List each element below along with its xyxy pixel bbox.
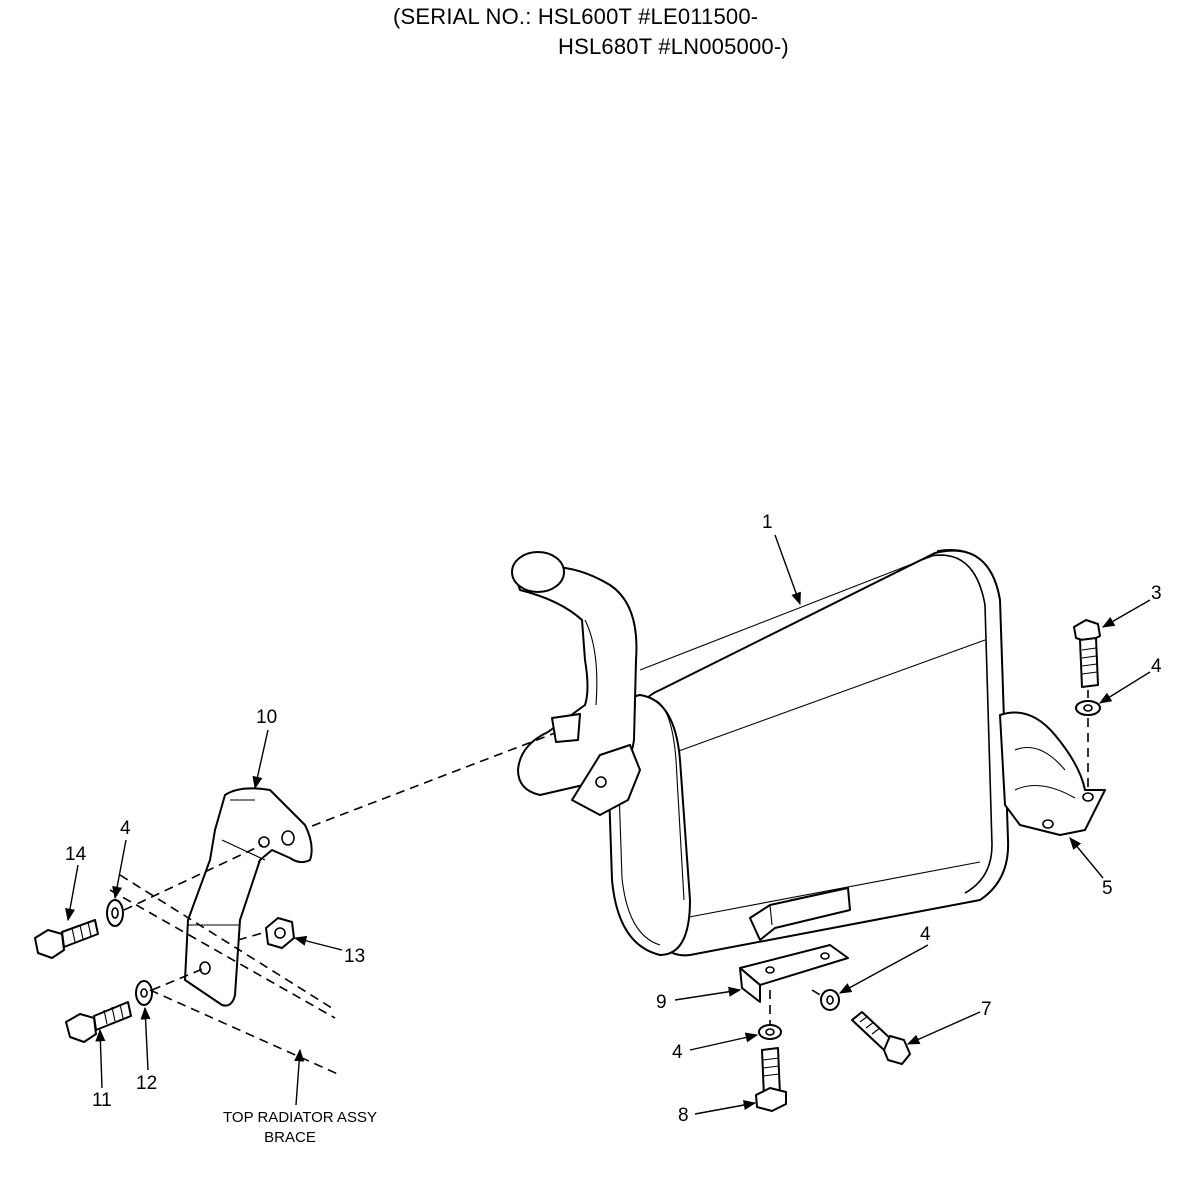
radiator-brace-label-line-2: BRACE (264, 1129, 316, 1146)
radiator-brace-line-1 (109, 889, 336, 1019)
top-lockwasher (1075, 700, 1101, 716)
side-bolt (851, 1011, 911, 1065)
left-bottom-bolt (65, 1001, 132, 1043)
strap-clamp (739, 944, 849, 1003)
nut-line (237, 931, 267, 941)
bottom-bolt-line (151, 967, 206, 991)
callout-7: 7 (981, 999, 992, 1020)
nut (265, 917, 295, 949)
callout-5: 5 (1102, 878, 1113, 899)
side-bolt-line (811, 989, 823, 997)
callout-4-left: 4 (120, 818, 131, 839)
inlet-pipe (511, 551, 638, 796)
lower-lockwasher (758, 1024, 782, 1040)
flat-washer (135, 980, 153, 1006)
callout-3: 3 (1151, 583, 1162, 604)
callout-10: 10 (256, 707, 277, 728)
callout-13: 13 (344, 946, 365, 967)
mounting-bracket (184, 787, 313, 1007)
serial-number-line-2: HSL680T #LN005000-) (558, 34, 789, 59)
callout-11: 11 (92, 1090, 112, 1111)
radiator-brace-line-3 (149, 989, 341, 1076)
side-lockwasher (820, 989, 840, 1011)
outlet-flange (999, 711, 1106, 836)
callout-12: 12 (136, 1073, 157, 1094)
inlet-mount-tab (551, 713, 641, 816)
bracket-to-muffler-line (311, 732, 556, 827)
left-top-bolt (34, 919, 99, 959)
callout-4-side: 4 (920, 924, 931, 945)
callout-8: 8 (678, 1105, 689, 1126)
callout-14: 14 (65, 844, 87, 865)
radiator-brace-label-line-1: TOP RADIATOR ASSY (223, 1109, 377, 1126)
callout-4-bottom: 4 (672, 1042, 683, 1063)
callout-9: 9 (656, 992, 667, 1013)
callout-4-top: 4 (1151, 656, 1162, 677)
top-bolt-line (123, 844, 263, 911)
top-bolt (1073, 619, 1101, 688)
callout-leaders (65, 534, 1151, 1115)
muffler (607, 549, 1010, 957)
bottom-bolt (755, 1047, 787, 1112)
callout-1: 1 (762, 512, 773, 533)
left-lockwasher (106, 899, 124, 927)
radiator-brace-line-2 (119, 874, 336, 1011)
serial-number-line-1: (SERIAL NO.: HSL600T #LE011500- (393, 4, 759, 29)
